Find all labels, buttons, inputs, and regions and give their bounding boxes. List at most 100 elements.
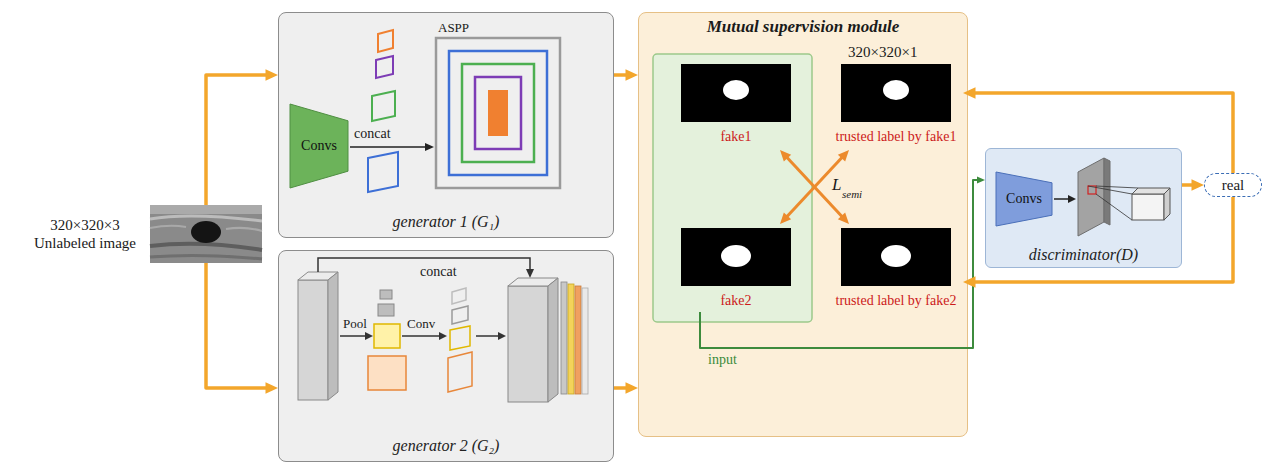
mutual-supervision-drawing-part <box>681 64 791 122</box>
connector <box>206 263 278 394</box>
generator-2-drawing-part <box>298 280 328 400</box>
generator-2-drawing-part <box>452 306 468 324</box>
panel-title: generator 1 (G₁) <box>393 212 500 231</box>
generator-2-drawing-part <box>368 356 406 390</box>
trapezoid-outline <box>996 172 1052 226</box>
image-caption: 320×320×3 Unlabeled image <box>26 216 144 252</box>
generator-2-drawing-part <box>380 290 392 299</box>
mutual-supervision-drawing-part <box>881 245 911 267</box>
generator-2-drawing-part <box>476 335 499 337</box>
connector-line <box>975 93 1234 173</box>
generator-2-drawing-part <box>402 335 440 337</box>
discriminator-drawing-part <box>1068 195 1076 203</box>
generator-2-drawing-part <box>582 288 588 394</box>
mask-caption: trusted label by fake2 <box>836 293 957 310</box>
connector-line <box>700 180 978 348</box>
mutual-supervision-drawing-part <box>841 228 951 286</box>
connector <box>700 177 985 349</box>
connector <box>780 150 849 224</box>
connector <box>1182 179 1204 191</box>
discriminator-drawing-part <box>1096 194 1132 220</box>
arrow-head <box>626 382 639 394</box>
generator-2-drawing-part <box>340 335 366 337</box>
mask-caption: fake2 <box>720 293 751 310</box>
ultrasound-image-part <box>150 255 262 259</box>
discriminator-drawing-part <box>1088 186 1132 194</box>
generator-1-drawing-part <box>436 38 560 188</box>
connector <box>614 382 638 394</box>
trapezoid-outline <box>290 104 348 188</box>
connector <box>206 69 278 205</box>
generator-1-drawing-part <box>449 51 547 175</box>
generator-2-drawing-part <box>548 278 558 402</box>
generator-1-drawing-part <box>350 146 426 148</box>
mask-caption: fake1 <box>720 129 751 146</box>
connector <box>614 69 638 81</box>
ultrasound-image-part <box>150 205 262 214</box>
block-label: Convs <box>301 138 337 155</box>
generator-1-drawing-part <box>475 77 521 149</box>
generator-2-drawing-part <box>448 352 472 392</box>
arrow-head <box>963 276 976 288</box>
convs-block: Convs <box>996 172 1052 226</box>
connector <box>963 197 1233 288</box>
mutual-supervision-drawing-part <box>723 80 749 100</box>
mutual-supervision-drawing-part <box>841 64 951 122</box>
ultrasound-image-part <box>226 228 262 231</box>
generator-2-drawing-part <box>378 304 394 316</box>
generator-2-drawing-part <box>561 282 567 394</box>
convs-block: Convs <box>290 104 348 188</box>
connector-line <box>206 263 267 388</box>
generator-2-drawing-part <box>508 286 548 402</box>
generator-1-drawing-part <box>378 30 393 52</box>
generator-1-drawing-part <box>462 64 534 162</box>
generator-2-drawing-part <box>526 269 534 278</box>
ultrasound-image-part <box>150 244 262 250</box>
panel-title: generator 2 (G₂) <box>393 436 500 455</box>
generator-1-drawing-part <box>376 56 393 78</box>
mask-caption: trusted label by fake1 <box>836 129 957 146</box>
arrow-head <box>780 150 791 161</box>
panel-title: discriminator(D) <box>1029 245 1138 264</box>
connector-line <box>206 75 267 205</box>
mutual-supervision-drawing-part <box>653 54 812 322</box>
generator-1-drawing-part <box>368 152 398 192</box>
mutual-supervision-drawing-part <box>883 80 909 100</box>
connector <box>780 150 849 224</box>
mutual-supervision-drawing-part <box>681 228 791 286</box>
discriminator-drawing-part <box>1096 186 1138 188</box>
connector-line <box>614 73 627 77</box>
discriminator-drawing-part <box>1164 188 1170 220</box>
generator-2-drawing-part <box>374 324 400 348</box>
generator-2-drawing-part <box>318 258 530 272</box>
discriminator-drawing-part <box>1132 194 1164 220</box>
generator-2-drawing-part <box>568 284 574 394</box>
ultrasound-image-part <box>150 205 262 263</box>
connector-line <box>975 197 1234 282</box>
ultrasound-image-part <box>191 221 221 243</box>
generator-1-drawing-part <box>372 91 395 121</box>
discriminator-drawing <box>1054 158 1170 236</box>
arrow-head <box>626 69 639 81</box>
generator-1-drawing <box>350 30 560 192</box>
connector <box>963 87 1233 173</box>
ultrasound-image <box>150 205 262 263</box>
discriminator-drawing-part <box>1104 158 1110 225</box>
connector-line <box>787 157 842 216</box>
arrow-head <box>838 150 849 161</box>
arrow-head <box>838 213 849 224</box>
generator-2-drawing-part <box>365 332 373 340</box>
generator-2-drawing-part <box>328 272 338 400</box>
arrow-head <box>963 87 976 99</box>
output-label: real <box>1222 176 1244 194</box>
arrow-head <box>266 69 279 81</box>
generator-2-drawing <box>298 258 588 402</box>
connector-line <box>787 157 842 216</box>
generator-2-drawing-part <box>498 332 506 340</box>
generator-2-drawing-part <box>439 332 447 340</box>
connector-line <box>1182 183 1193 187</box>
generator-2-drawing-part <box>452 288 466 304</box>
